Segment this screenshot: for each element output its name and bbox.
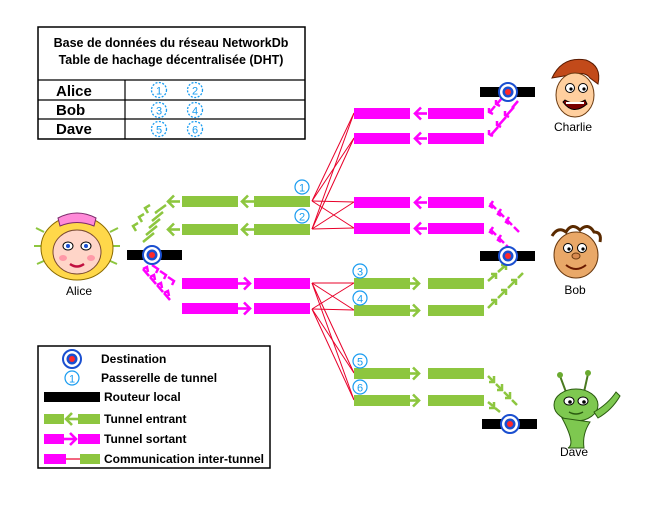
legend-inter: Communication inter-tunnel	[44, 452, 264, 466]
svg-text:4: 4	[192, 106, 198, 118]
svg-text:1: 1	[69, 374, 75, 386]
bob-avatar	[550, 225, 602, 279]
tunnel-gateway-icon: 1	[294, 179, 310, 195]
legend: Destination 1 Passerelle de tunnel Route…	[37, 345, 271, 469]
svg-text:6: 6	[357, 383, 363, 395]
svg-text:3: 3	[156, 106, 162, 118]
legend-inter-label: Communication inter-tunnel	[104, 452, 264, 466]
tunnel-gateway-icon: 3	[352, 263, 368, 279]
dave-label: Dave	[560, 445, 588, 459]
inter-tunnel-links	[311, 112, 355, 401]
bob-label: Bob	[564, 283, 586, 297]
svg-text:6: 6	[192, 125, 198, 137]
dht-table: Base de données du réseau NetworkDb Tabl…	[37, 26, 306, 140]
tunnel-gateway-icon: 4	[186, 101, 204, 119]
tunnel-gateway-icon: 1	[150, 81, 168, 99]
legend-outbound: Tunnel sortant	[44, 431, 186, 447]
svg-text:5: 5	[357, 357, 363, 369]
alice-router	[127, 245, 182, 265]
svg-text:1: 1	[299, 183, 305, 195]
tunnel-gateway-icon: 6	[186, 120, 204, 138]
svg-text:2: 2	[192, 86, 198, 98]
svg-text:4: 4	[357, 294, 363, 306]
destination-icon	[62, 349, 82, 369]
svg-text:2: 2	[299, 212, 305, 224]
legend-destination: Destination	[62, 349, 166, 369]
legend-gateway: 1 Passerelle de tunnel	[64, 370, 217, 386]
alice-avatar	[34, 212, 120, 281]
dht-row-name: Bob	[56, 102, 85, 119]
alice-outbound-tunnels	[142, 263, 310, 316]
legend-router: Routeur local	[44, 390, 181, 404]
dave-avatar	[553, 370, 621, 449]
tunnel-gateway-icon: 2	[294, 208, 310, 224]
dht-row-name: Alice	[56, 83, 92, 100]
legend-outbound-label: Tunnel sortant	[104, 432, 186, 446]
tunnel-gateway-icon: 4	[352, 290, 368, 306]
alice-inbound-tunnels	[131, 194, 310, 243]
bob-outbound-arrival	[354, 195, 520, 251]
tunnel-gateway-icon: 1	[64, 370, 80, 386]
charlie-avatar	[551, 58, 600, 118]
alice-label: Alice	[66, 284, 92, 298]
svg-text:5: 5	[156, 125, 162, 137]
router-icon	[44, 392, 100, 402]
dht-row-name: Dave	[56, 121, 92, 138]
tunnel-gateway-icon: 5	[150, 120, 168, 138]
legend-router-label: Routeur local	[104, 390, 181, 404]
tunnel-gateway-icon: 2	[186, 81, 204, 99]
tunnel-gateway-icon: 3	[150, 101, 168, 119]
charlie-router	[480, 82, 535, 102]
tunnel-gateway-icon: 6	[352, 379, 368, 395]
charlie-outbound-tunnels	[354, 89, 519, 146]
tunnel-gateway-icon: 5	[352, 353, 368, 369]
legend-destination-label: Destination	[101, 352, 166, 366]
dave-router	[482, 414, 537, 434]
dht-title-line2: Table de hachage décentralisée (DHT)	[59, 53, 284, 67]
dht-title-line1: Base de données du réseau NetworkDb	[54, 36, 289, 50]
dave-inbound-tunnels	[354, 366, 518, 413]
bob-inbound-tunnels	[354, 254, 524, 318]
legend-inbound: Tunnel entrant	[44, 411, 186, 427]
legend-inbound-label: Tunnel entrant	[104, 412, 186, 426]
charlie-label: Charlie	[554, 120, 592, 134]
bob-router	[480, 246, 535, 266]
svg-text:1: 1	[156, 86, 162, 98]
svg-text:3: 3	[357, 267, 363, 279]
legend-gateway-label: Passerelle de tunnel	[101, 371, 217, 385]
